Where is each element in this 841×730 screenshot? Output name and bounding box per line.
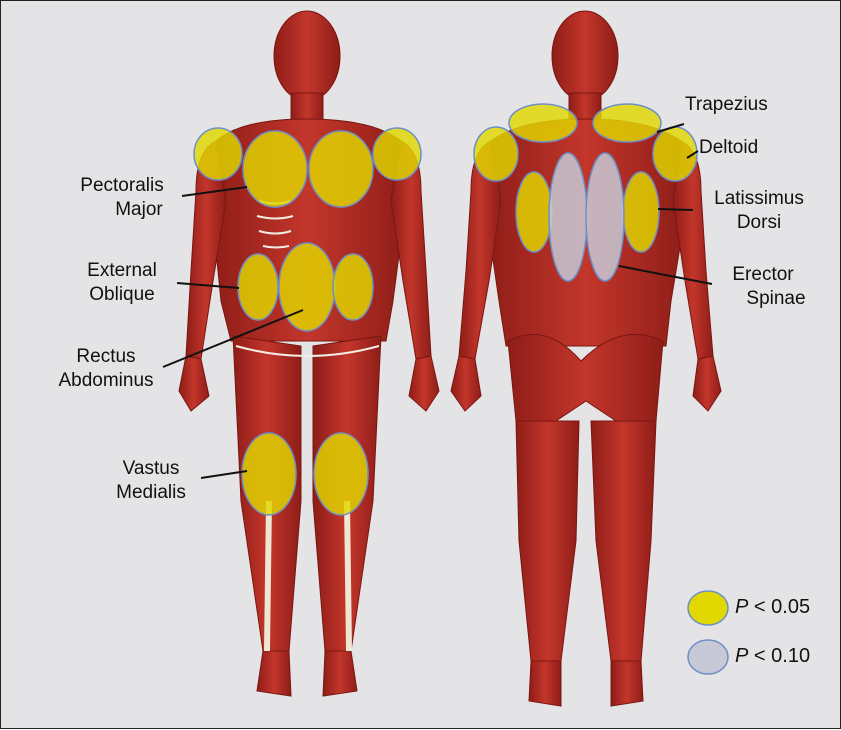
label-deltoid: Deltoid [699,136,758,160]
overlay-latissimus-left [516,172,552,252]
overlay-trapezius-right [593,104,661,142]
legend-swatch-p05 [688,591,728,625]
overlay-deltoid-back-left [474,127,518,181]
overlay-deltoid-front-left [194,128,242,180]
front-body-figure [179,11,439,696]
legend-label-p05: P < 0.05 [735,596,810,619]
overlay-pectoralis-left [243,131,307,207]
overlay-oblique-right [333,254,373,320]
overlay-pectoralis-right [309,131,373,207]
overlay-latissimus-right [623,172,659,252]
legend-label-p10: P < 0.10 [735,645,810,668]
overlay-vastus-right [314,433,368,515]
back-body-figure [451,11,721,706]
overlay-erector-right [586,153,624,281]
overlay-vastus-left [242,433,296,515]
label-rectus-abdominus: Rectus Abdominus [43,345,169,393]
overlay-erector-left [549,153,587,281]
label-trapezius: Trapezius [685,93,768,117]
label-latissimus-dorsi: Latissimus Dorsi [694,187,824,235]
label-external-oblique: External Oblique [67,259,177,307]
overlay-deltoid-front-right [373,128,421,180]
legend-swatch-p10 [688,640,728,674]
overlay-oblique-left [238,254,278,320]
overlay-rectus [279,243,335,331]
overlay-trapezius-left [509,104,577,142]
label-pectoralis-major: Pectoralis Major [61,174,183,222]
label-erector-spinae: Erector Spinae [713,263,813,311]
overlay-deltoid-back-right [653,127,697,181]
label-vastus-medialis: Vastus Medialis [101,457,201,505]
